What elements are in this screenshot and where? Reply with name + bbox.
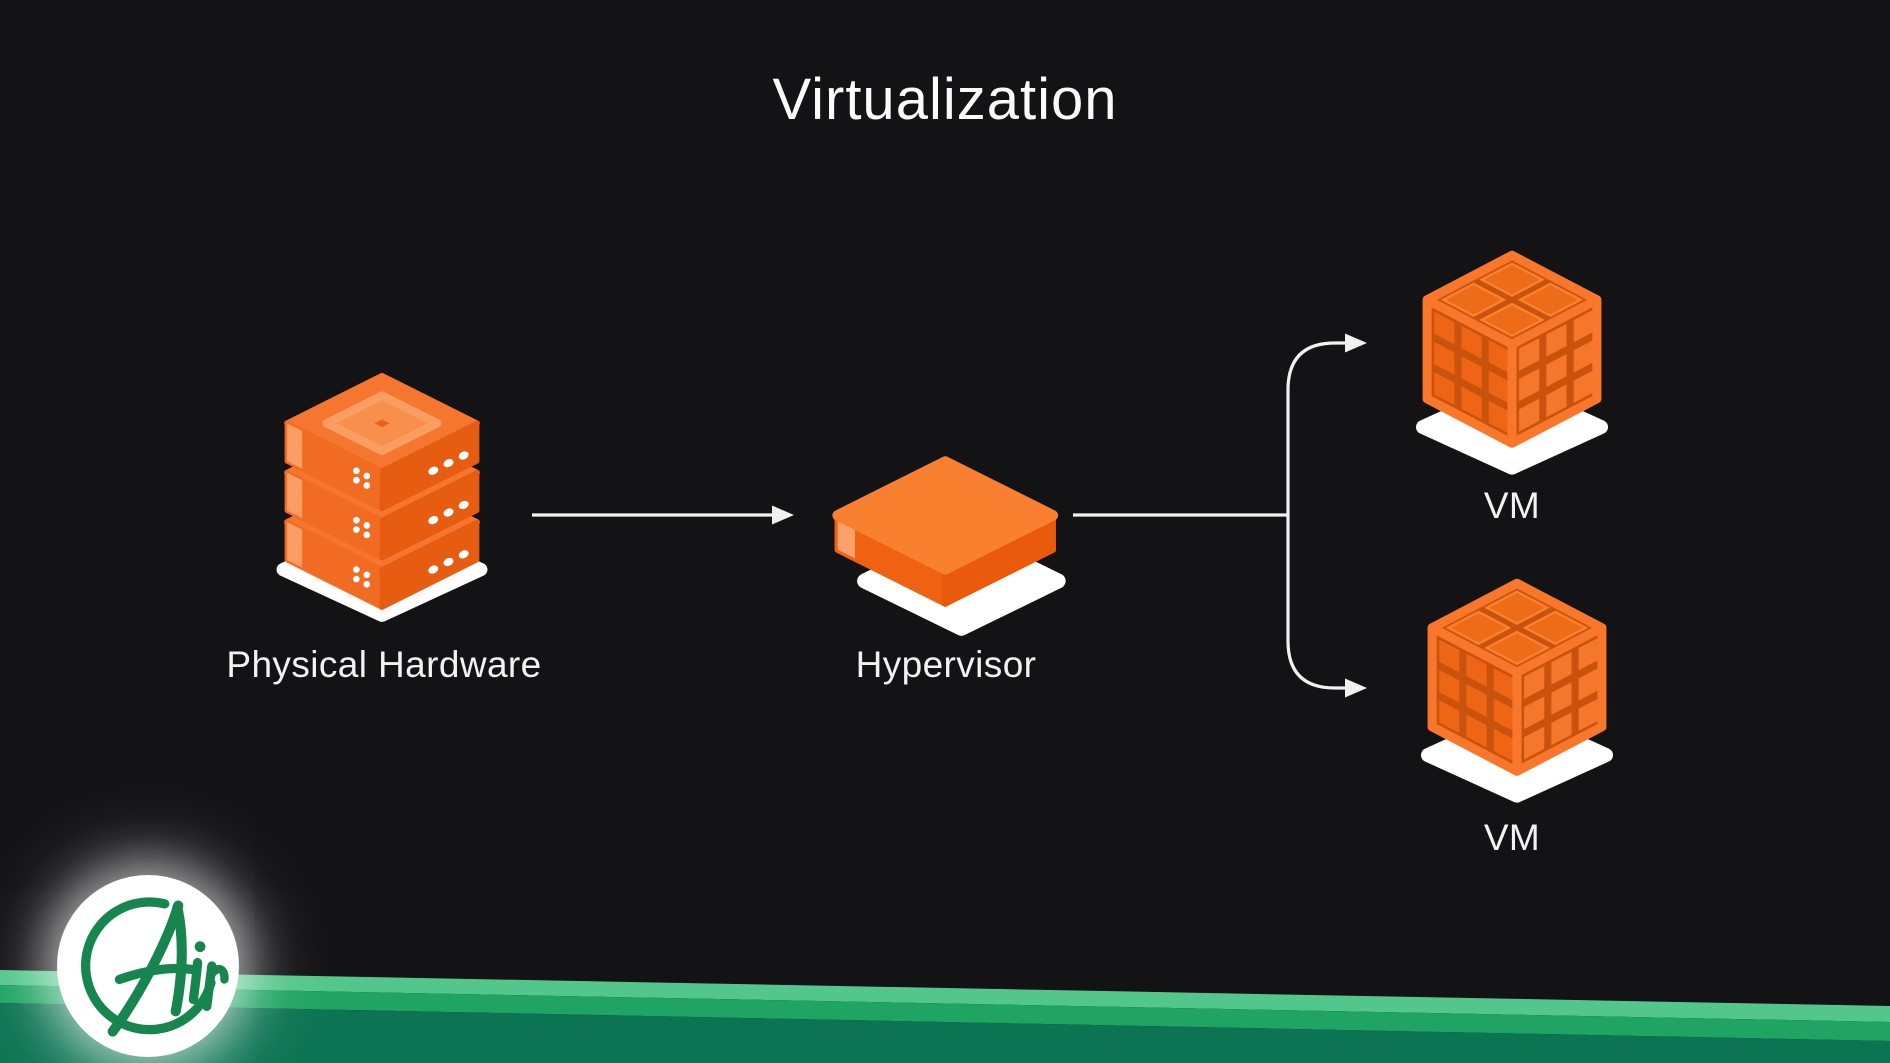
edge-arrows — [532, 333, 1367, 698]
page-title: Virtualization — [772, 67, 1118, 132]
vm-cube-icon — [1416, 250, 1608, 475]
air-logo-icon — [81, 897, 229, 1037]
footer-stripe-band — [0, 970, 1890, 1063]
server-stack-icon — [276, 372, 488, 622]
hypervisor-layer-icon — [832, 456, 1066, 636]
vm-cube-icon — [1421, 578, 1613, 803]
hypervisor-label: Hypervisor — [855, 644, 1037, 685]
vm-bottom-label: VM — [1483, 817, 1541, 858]
vm-top-label: VM — [1483, 485, 1541, 526]
brand-logo — [57, 875, 239, 1057]
arrow-hypervisor-to-vms — [1073, 333, 1367, 698]
physical-hardware-label: Physical Hardware — [226, 644, 542, 685]
arrow-hardware-to-hypervisor — [532, 505, 794, 525]
